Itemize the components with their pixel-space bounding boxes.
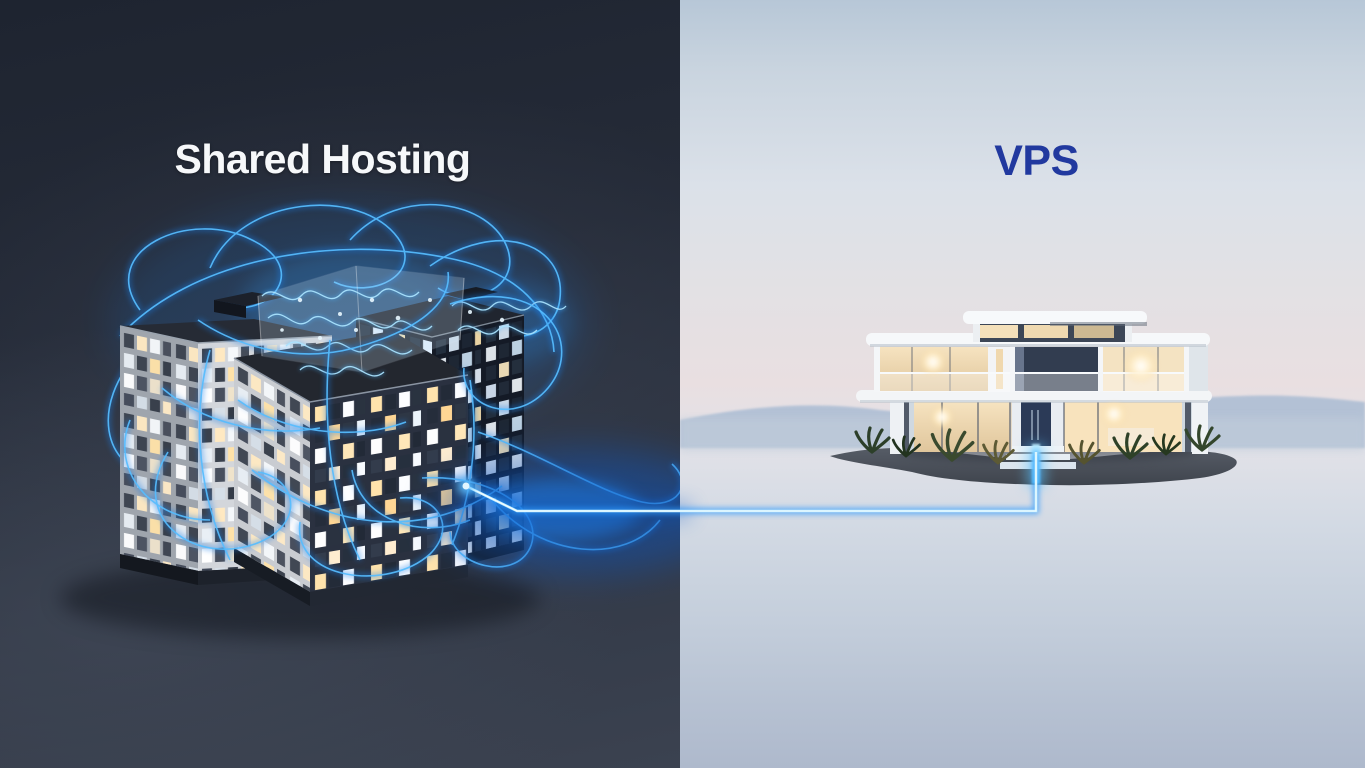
vps-panel: VPS — [680, 0, 1365, 768]
column — [874, 345, 880, 392]
window-lights — [919, 348, 1159, 429]
base — [120, 554, 198, 585]
penthouse — [963, 311, 1147, 342]
column — [1185, 400, 1191, 452]
penthouse-roof — [963, 311, 1147, 324]
roof — [356, 296, 524, 337]
window-grid — [120, 326, 198, 571]
balcony-glass — [878, 372, 1188, 392]
rooftop-box — [444, 287, 498, 300]
floor-slab — [856, 390, 1212, 402]
vps-title: VPS — [994, 137, 1079, 185]
rooftop-box — [214, 292, 284, 306]
furniture — [1108, 428, 1154, 446]
lit-window — [914, 402, 1010, 452]
clerestory-window — [980, 325, 1018, 338]
cable-nodes — [280, 297, 505, 340]
base — [234, 548, 310, 606]
plants — [854, 424, 1221, 465]
apartment-buildings-illustration — [60, 200, 680, 638]
upper-floor — [874, 345, 1208, 392]
villa-house — [856, 311, 1212, 454]
shared-hosting-panel: Shared Hosting — [0, 0, 680, 768]
villa-illustration — [680, 311, 1365, 488]
dark-opening — [1012, 347, 1100, 391]
cable-scribbles — [261, 288, 567, 377]
column — [904, 400, 909, 452]
front-door — [1021, 402, 1051, 450]
tower-middle — [233, 331, 469, 606]
shared-hosting-title: Shared Hosting — [174, 136, 471, 182]
